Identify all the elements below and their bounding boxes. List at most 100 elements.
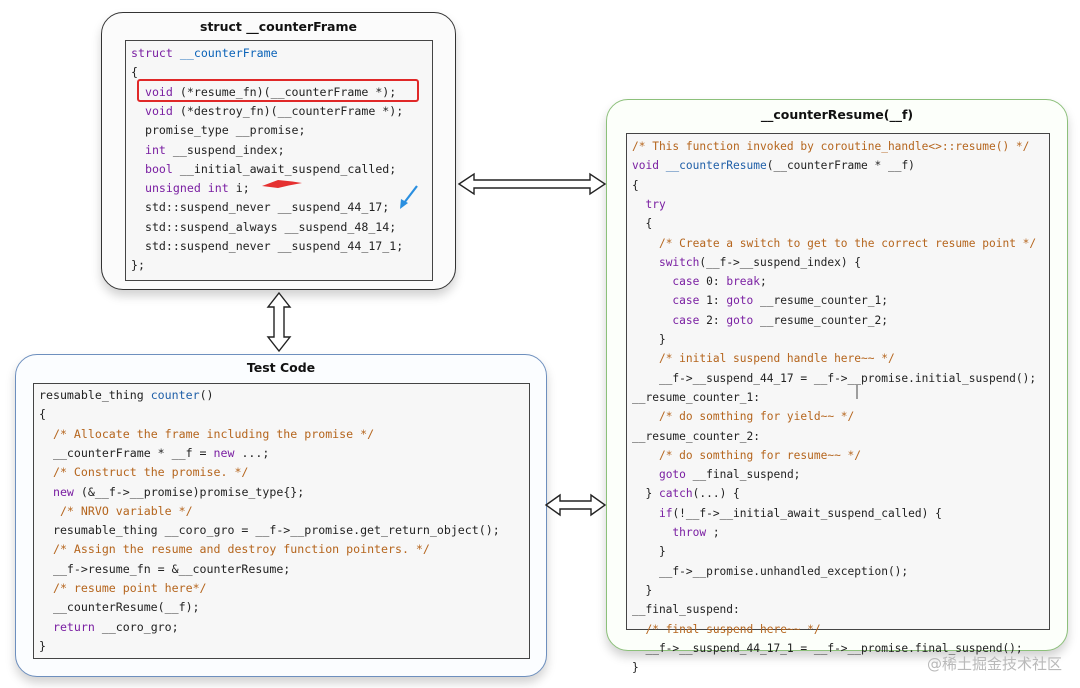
code-token: /* Construct the promise. */ <box>52 465 249 480</box>
code-token: } <box>632 661 639 675</box>
code-token: /* initial suspend handle here~~ */ <box>658 352 895 366</box>
code-line: __resume_counter_1: <box>632 388 1049 407</box>
code-token: (!__f->__initial_await_suspend_called) { <box>672 506 942 520</box>
code-token: case <box>672 313 700 327</box>
code-line: case 1: goto __resume_counter_1; <box>632 291 1049 310</box>
test-code-title: Test Code <box>246 360 316 375</box>
code-line: unsigned int i; <box>131 179 432 198</box>
code-token: /* This function invoked by coroutine_ha… <box>632 140 1030 153</box>
code-token: __f->resume_fn = &__counterResume; <box>39 561 291 576</box>
code-token: new <box>213 445 235 460</box>
test-code-panel: Test Code resumable_thing counter(){ /* … <box>15 354 547 677</box>
code-token: unsigned int <box>144 181 236 196</box>
counter-resume-code: /* This function invoked by coroutine_ha… <box>626 133 1050 674</box>
code-token: goto <box>726 313 754 327</box>
code-token: if <box>658 506 673 520</box>
blue-annotation-arrow <box>400 185 418 209</box>
code-token: 2: <box>699 313 727 327</box>
code-line: __f->__promise.unhandled_exception(); <box>632 562 1049 581</box>
code-line: __counterResume(__f); <box>39 598 529 617</box>
code-token: (...) { <box>692 487 740 501</box>
code-line: /* Create a switch to get to the correct… <box>632 234 1049 253</box>
code-token: std::suspend_never __suspend_44_17; <box>131 200 390 215</box>
code-token: }; <box>131 258 145 273</box>
code-token: /* do somthing for yield~~ */ <box>658 410 855 424</box>
code-token: __counterFrame * __f = <box>39 445 214 460</box>
code-token: __final_suspend; <box>685 468 801 482</box>
code-token: ; <box>760 275 767 289</box>
code-line: /* initial suspend handle here~~ */ <box>632 349 1049 368</box>
code-token: resumable_thing __coro_gro = __f->__prom… <box>39 523 500 538</box>
double-arrow-struct-resume <box>457 172 607 196</box>
code-line: __f->resume_fn = &__counterResume; <box>39 560 529 579</box>
code-token: /* Create a switch to get to the correct… <box>658 236 1037 250</box>
code-token: struct <box>131 46 180 60</box>
code-token: (*destroy_fn)(__counterFrame *); <box>179 103 404 118</box>
code-token: goto <box>658 468 686 482</box>
code-line: goto __final_suspend; <box>632 465 1049 484</box>
code-line: } <box>632 542 1049 561</box>
code-token: (__counterFrame * __f) <box>766 159 915 173</box>
code-token: new <box>52 484 74 499</box>
code-line: /* resume point here*/ <box>39 579 529 598</box>
code-line: __resume_counter_2: <box>632 427 1049 446</box>
double-arrow-test-resume <box>544 493 607 517</box>
code-token: __final_suspend: <box>632 603 740 617</box>
code-line: __f->__suspend_44_17_1 = __f->__promise.… <box>632 639 1049 658</box>
code-token: } <box>632 583 653 597</box>
code-token: i; <box>235 181 250 196</box>
code-token: __counterResume(__f); <box>39 600 200 615</box>
code-token: std::suspend_always __suspend_48_14; <box>131 219 397 234</box>
code-token: /* Allocate the frame including the prom… <box>52 426 375 441</box>
code-token: catch <box>658 487 693 501</box>
counter-resume-title: __counterResume(__f) <box>760 107 914 122</box>
code-token: bool <box>144 161 180 176</box>
code-token: __suspend_index; <box>172 142 285 157</box>
code-token: } <box>39 638 46 653</box>
code-line: /* This function invoked by coroutine_ha… <box>632 137 1049 156</box>
code-token: case <box>672 275 700 289</box>
code-token: switch <box>658 255 700 269</box>
code-token: break <box>726 275 761 289</box>
code-token: } <box>632 333 666 346</box>
code-line: throw ; <box>632 523 1049 542</box>
code-token: { <box>39 407 46 422</box>
code-line: } <box>632 330 1049 349</box>
code-token: /* do somthing for resume~~ */ <box>658 448 862 462</box>
code-token: __f->__suspend_44_17 = __f->__promise.in… <box>632 371 1037 385</box>
code-line: /* Allocate the frame including the prom… <box>39 425 529 444</box>
code-token: } <box>632 545 666 559</box>
code-line: { <box>632 214 1049 233</box>
code-line: }; <box>131 256 432 275</box>
test-code-code: resumable_thing counter(){ /* Allocate t… <box>33 383 530 659</box>
code-line: std::suspend_never __suspend_44_17_1; <box>131 237 432 256</box>
code-line: void (*destroy_fn)(__counterFrame *); <box>131 102 432 121</box>
code-token: } <box>632 487 659 501</box>
code-line: __counterFrame * __f = new ...; <box>39 444 529 463</box>
code-line: bool __initial_await_suspend_called; <box>131 160 432 179</box>
code-token: ...; <box>234 445 270 460</box>
counter-resume-panel: __counterResume(__f) /* This function in… <box>606 99 1068 674</box>
code-token: __resume_counter_2: <box>632 429 760 443</box>
code-token: /* Assign the resume and destroy functio… <box>52 542 430 557</box>
code-token: __coro_gro; <box>94 619 179 634</box>
code-token: promise_type __promise; <box>131 123 306 138</box>
code-token: () <box>199 388 214 402</box>
code-line: void (*resume_fn)(__counterFrame *); <box>131 83 432 102</box>
code-token: /* resume point here*/ <box>52 581 207 595</box>
code-token: /* final suspend here~~ */ <box>645 622 821 636</box>
code-line: /* do somthing for yield~~ */ <box>632 407 1049 426</box>
code-line: resumable_thing __coro_gro = __f->__prom… <box>39 521 529 540</box>
code-token: __initial_await_suspend_called; <box>179 161 397 176</box>
code-token: ; <box>706 526 720 539</box>
code-line: /* NRVO variable */ <box>39 502 529 521</box>
code-token: (__f->__suspend_index) { <box>699 255 862 269</box>
code-line: } <box>39 637 529 656</box>
code-token: goto <box>726 294 754 308</box>
code-line: } <box>632 658 1049 677</box>
code-token: __resume_counter_1; <box>753 294 888 308</box>
resume-fn-highlight <box>137 79 419 102</box>
red-annotation-arrow <box>262 180 302 188</box>
code-line: __f->__suspend_44_17 = __f->__promise.in… <box>632 369 1049 388</box>
